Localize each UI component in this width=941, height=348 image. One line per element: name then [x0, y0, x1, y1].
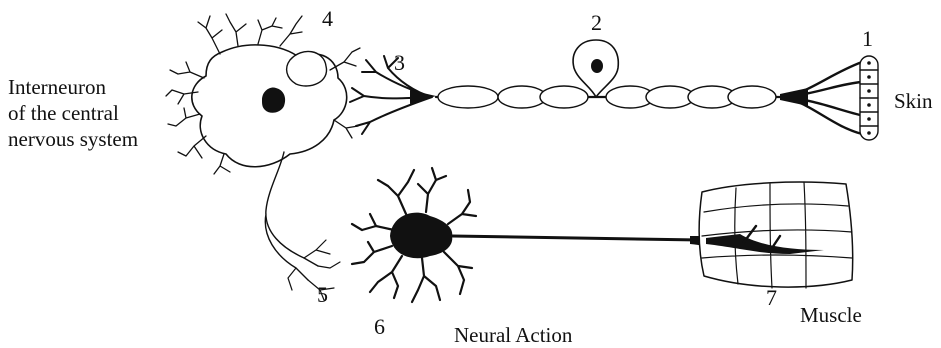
muscle-block	[698, 181, 854, 289]
sensory-nucleus	[591, 59, 603, 73]
sensory-neuron	[349, 39, 866, 136]
sensory-ending-wedge	[780, 88, 808, 106]
motor-dendrites	[350, 166, 478, 304]
myelin-sheath	[437, 85, 777, 109]
interneuron-label-line1: Interneuron	[8, 75, 106, 99]
motor-soma	[390, 212, 453, 259]
interneuron	[165, 13, 361, 301]
interneuron-label-line3: nervous system	[8, 127, 139, 151]
motor-axon	[450, 234, 702, 242]
sensory-central-terminals	[349, 55, 433, 135]
interneuron-label: Interneuron of the central nervous syste…	[8, 74, 138, 152]
interneuron-axon	[264, 151, 319, 281]
interneuron-lobe	[285, 50, 328, 87]
label-number-4: 4	[322, 6, 333, 31]
label-number-6: 6	[374, 314, 385, 339]
interneuron-dendrites	[165, 13, 361, 175]
muscle-endplate-overlay	[706, 234, 824, 254]
sensory-peripheral-endings	[782, 60, 866, 136]
skin-receptor	[859, 55, 879, 141]
label-number-3: 3	[394, 50, 405, 75]
label-number-2: 2	[591, 10, 602, 35]
label-number-5: 5	[317, 282, 328, 307]
diagram-caption: Neural Action	[454, 323, 573, 347]
interneuron-label-line2: of the central	[8, 101, 119, 125]
skin-label: Skin	[894, 89, 933, 113]
muscle-label: Muscle	[800, 303, 862, 327]
interneuron-terminals	[287, 239, 341, 301]
label-number-1: 1	[862, 26, 873, 51]
label-number-7: 7	[766, 285, 777, 310]
interneuron-nucleus	[262, 87, 286, 113]
sensory-terminal-cone	[410, 90, 436, 104]
